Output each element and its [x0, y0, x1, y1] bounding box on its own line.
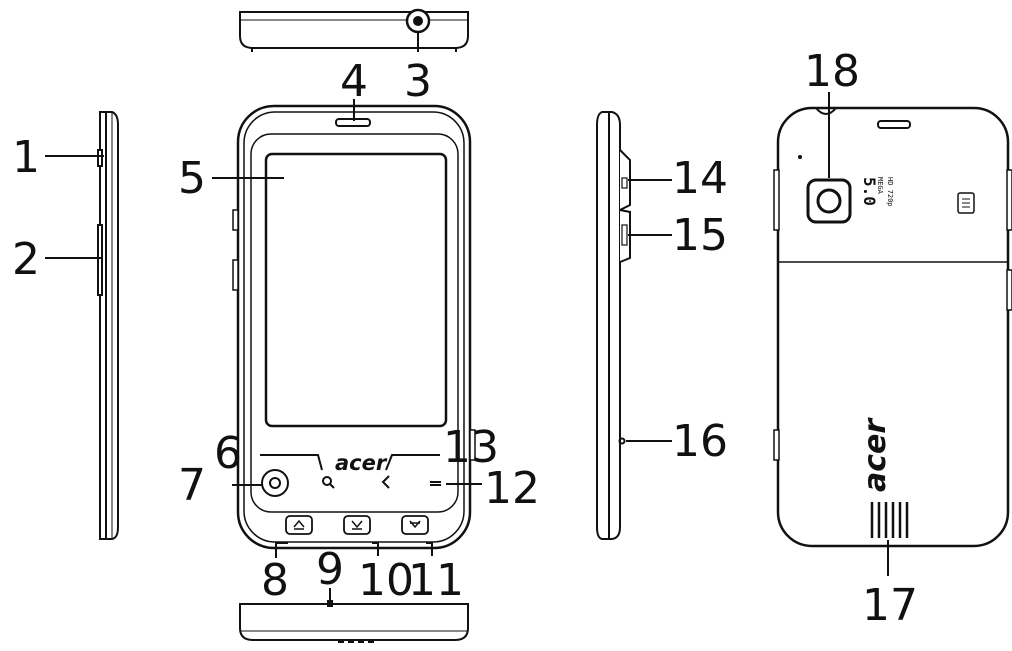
camera-module: [806, 178, 852, 224]
callout-6: 6: [214, 428, 242, 479]
callout-4: 4: [340, 56, 368, 107]
callout-8: 8: [261, 555, 289, 606]
back-key: [381, 475, 390, 489]
callout-11: 11: [408, 555, 464, 606]
back-brand-logo: acer: [858, 417, 893, 492]
bottom-edge-view: [239, 600, 469, 643]
callout-leaders-left: [45, 155, 104, 259]
callout-15: 15: [672, 210, 728, 261]
svg-text:HD 720p: HD 720p: [886, 177, 894, 207]
strap-hole-icon: [618, 437, 626, 445]
search-icon: [322, 476, 332, 486]
menu-key: [430, 481, 441, 486]
speaker-grille-icon: [870, 502, 909, 538]
flash-icon: [798, 155, 802, 159]
callout-13: 13: [443, 422, 499, 473]
home-key: [261, 469, 289, 497]
search-key: [322, 476, 335, 489]
callout-16: 16: [672, 416, 728, 467]
camera-lens-icon: [816, 188, 842, 214]
back-jack-notch: [815, 107, 837, 115]
volume-up-icon: [293, 519, 305, 528]
callout-9: 9: [316, 544, 344, 595]
callout-leaders-back: [828, 92, 889, 576]
key-10: [343, 515, 371, 535]
volume-down-icon: [351, 520, 363, 529]
front-view: [232, 104, 476, 550]
callout-17: 17: [862, 580, 918, 631]
callout-12: 12: [484, 463, 540, 514]
callout-5: 5: [178, 153, 206, 204]
callout-3: 3: [404, 56, 432, 107]
callout-leaders-front: [212, 99, 482, 558]
right-side-view: [596, 111, 631, 540]
top-edge-view: [239, 8, 469, 52]
callout-leaders-right-side: [626, 179, 672, 442]
camera-badge: 5.0 MEGA HD 720p: [860, 177, 894, 207]
svg-text:5.0: 5.0: [860, 177, 879, 206]
back-view: [773, 106, 1012, 548]
hardware-keys: [285, 515, 429, 535]
callout-10: 10: [358, 555, 414, 606]
left-side-view: [97, 111, 119, 540]
home-icon: [269, 477, 281, 489]
hardware-key-glyphs: [293, 519, 421, 530]
certification-mark-icon: [957, 192, 975, 214]
callout-2: 2: [12, 234, 40, 285]
back-icon: [381, 475, 390, 489]
callout-7: 7: [178, 460, 206, 511]
key-8: [285, 515, 313, 535]
callout-14: 14: [672, 153, 728, 204]
svg-text:MEGA: MEGA: [876, 177, 884, 195]
key-11: [401, 515, 429, 535]
callout-18: 18: [804, 46, 860, 97]
callout-1: 1: [12, 132, 40, 183]
front-brand-logo: acer: [335, 451, 388, 475]
screen: [264, 152, 448, 428]
back-earpiece-slot: [877, 120, 911, 129]
